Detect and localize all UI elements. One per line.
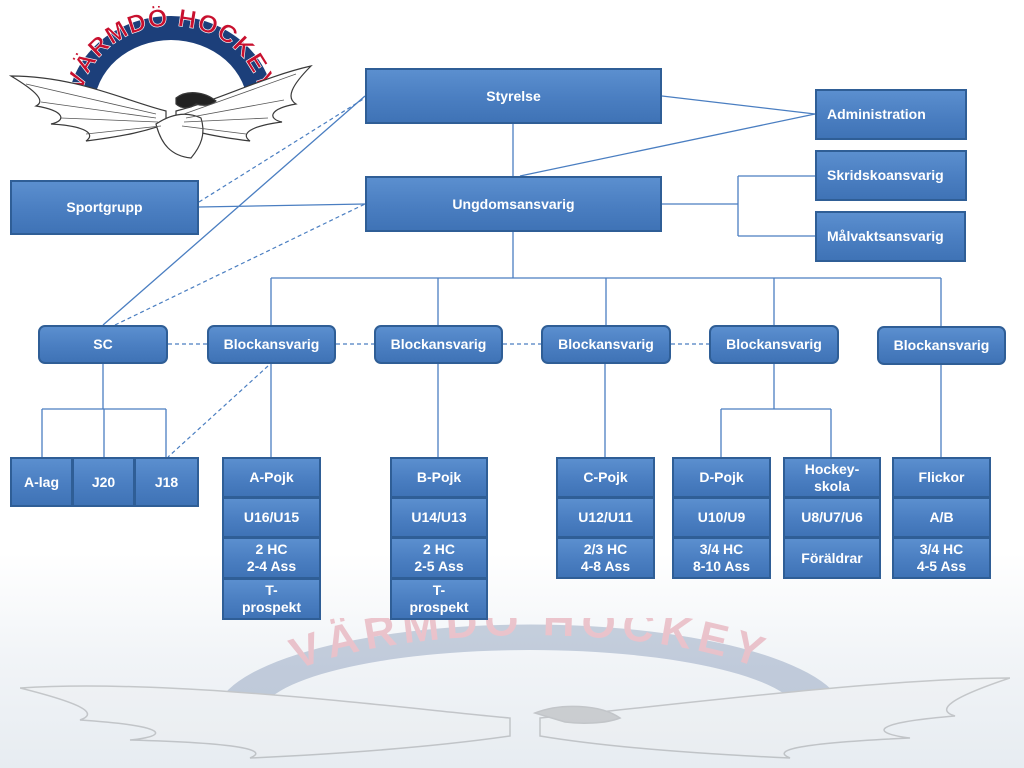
a-pojk-title: A-Pojk — [222, 457, 321, 498]
hockeyskola-title: Hockey- skola — [783, 457, 881, 498]
dashed-sportgrupp-styrelse — [198, 97, 366, 203]
b-pojk-coaches: 2 HC 2-5 Ass — [390, 537, 488, 579]
flickor-levels: A/B — [892, 497, 991, 538]
watermark-logo: VÄRMDÖ HOCKEY — [20, 618, 1010, 759]
blockansvarig-box-1: Blockansvarig — [207, 325, 336, 364]
styrelse-box: Styrelse — [365, 68, 662, 124]
a-pojk-prospekt: T- prospekt — [222, 578, 321, 620]
b-pojk-title: B-Pojk — [390, 457, 488, 498]
c-pojk-ages: U12/U11 — [556, 497, 655, 538]
skridskoansvarig-box: Skridskoansvarig — [815, 150, 967, 201]
c-pojk-title: C-Pojk — [556, 457, 655, 498]
ungdomsansvarig-box: Ungdomsansvarig — [365, 176, 662, 232]
team-a-lag: A-lag — [10, 457, 73, 507]
blockansvarig-box-2: Blockansvarig — [374, 325, 503, 364]
flickor-title: Flickor — [892, 457, 991, 498]
blockansvarig-box-3: Blockansvarig — [541, 325, 671, 364]
line-sc-styrelse — [102, 95, 366, 326]
a-pojk-ages: U16/U15 — [222, 497, 321, 538]
d-pojk-ages: U10/U9 — [672, 497, 771, 538]
blockansvarig-box-4: Blockansvarig — [709, 325, 839, 364]
b-pojk-ages: U14/U13 — [390, 497, 488, 538]
sc-box: SC — [38, 325, 168, 364]
malvaktsansvarig-box: Målvaktsansvarig — [815, 211, 966, 262]
d-pojk-coaches: 3/4 HC 8-10 Ass — [672, 537, 771, 579]
c-pojk-coaches: 2/3 HC 4-8 Ass — [556, 537, 655, 579]
blockansvarig-box-5: Blockansvarig — [877, 326, 1006, 365]
dashed-sc-ungdom — [114, 203, 366, 326]
hockeyskola-parents: Föräldrar — [783, 537, 881, 579]
team-j20: J20 — [72, 457, 135, 507]
varmdo-hockey-logo: VÄRMDÖ HOCKEY — [8, 6, 313, 159]
line-sportgrupp-ungdom — [198, 203, 366, 208]
sportgrupp-box: Sportgrupp — [10, 180, 199, 235]
administration-box: Administration — [815, 89, 967, 140]
a-pojk-coaches: 2 HC 2-4 Ass — [222, 537, 321, 579]
hockeyskola-ages: U8/U7/U6 — [783, 497, 881, 538]
line-ungdom-admin — [519, 113, 816, 177]
flickor-coaches: 3/4 HC 4-5 Ass — [892, 537, 991, 579]
dashed-block1-j18 — [167, 365, 269, 458]
b-pojk-prospekt: T- prospekt — [390, 578, 488, 620]
team-j18: J18 — [134, 457, 199, 507]
line-styrelse-admin — [661, 95, 816, 115]
d-pojk-title: D-Pojk — [672, 457, 771, 498]
